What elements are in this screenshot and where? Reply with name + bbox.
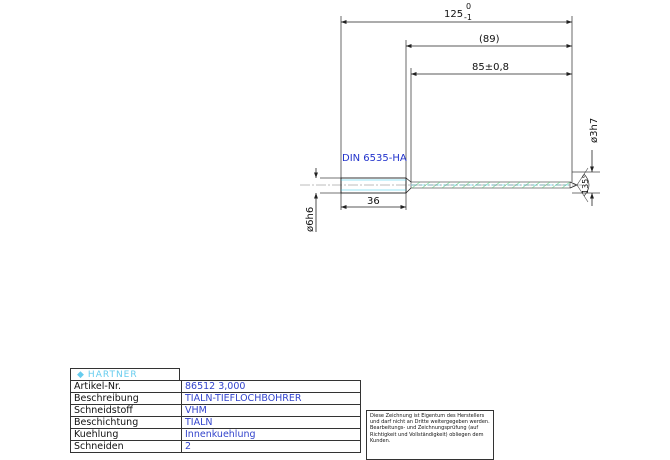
table-row: Beschreibung TIALN-TIEFLOCHBOHRER: [70, 392, 361, 405]
row-label: Kuehlung: [70, 428, 182, 441]
logo-text: HARTNER: [87, 369, 138, 380]
row-value: TIALN-TIEFLOCHBOHRER: [181, 392, 361, 405]
drill-shank: [340, 177, 407, 194]
dim-overall-length: 125: [444, 9, 463, 20]
extension-lines: [320, 16, 600, 210]
dim-overall-tol-upper: 0: [466, 2, 471, 11]
dim-point-angle: 135°: [581, 175, 590, 194]
row-value: Innenkuehlung: [181, 428, 361, 441]
row-label: Schneidstoff: [70, 404, 182, 417]
dim-overall-tol-lower: -1: [464, 13, 472, 22]
title-block-table: Artikel-Nr. 86512 3,000 Beschreibung TIA…: [70, 380, 361, 453]
row-value: TIALN: [181, 416, 361, 429]
standard-label: DIN 6535-HA: [342, 153, 407, 164]
table-row: Beschichtung TIALN: [70, 416, 361, 429]
point-angle-leg-1: [576, 167, 589, 186]
dimension-lines: [314, 20, 594, 232]
row-label: Artikel-Nr.: [70, 380, 182, 393]
row-value: VHM: [181, 404, 361, 417]
dim-shank-diameter: ø6h6: [305, 207, 316, 232]
hartner-diamond-icon: ◆: [77, 369, 84, 380]
row-value: 2: [181, 440, 361, 453]
row-label: Beschreibung: [70, 392, 182, 405]
dim-shank-length: 36: [367, 196, 380, 207]
table-row: Schneiden 2: [70, 440, 361, 453]
table-row: Kuehlung Innenkuehlung: [70, 428, 361, 441]
dim-flute-length: 85±0,8: [472, 62, 509, 73]
hartner-logo: ◆ HARTNER: [70, 368, 180, 380]
ownership-notice: Diese Zeichnung ist Eigentum des Herstel…: [366, 410, 494, 460]
table-row: Schneidstoff VHM: [70, 404, 361, 417]
row-value: 86512 3,000: [181, 380, 361, 393]
point-angle-leg-2: [576, 184, 589, 203]
row-label: Beschichtung: [70, 416, 182, 429]
drill-body: [300, 167, 590, 203]
dim-ref-length: (89): [479, 34, 500, 45]
row-label: Schneiden: [70, 440, 182, 453]
dim-head-diameter: ø3h7: [589, 118, 600, 143]
table-row: Artikel-Nr. 86512 3,000: [70, 380, 361, 393]
